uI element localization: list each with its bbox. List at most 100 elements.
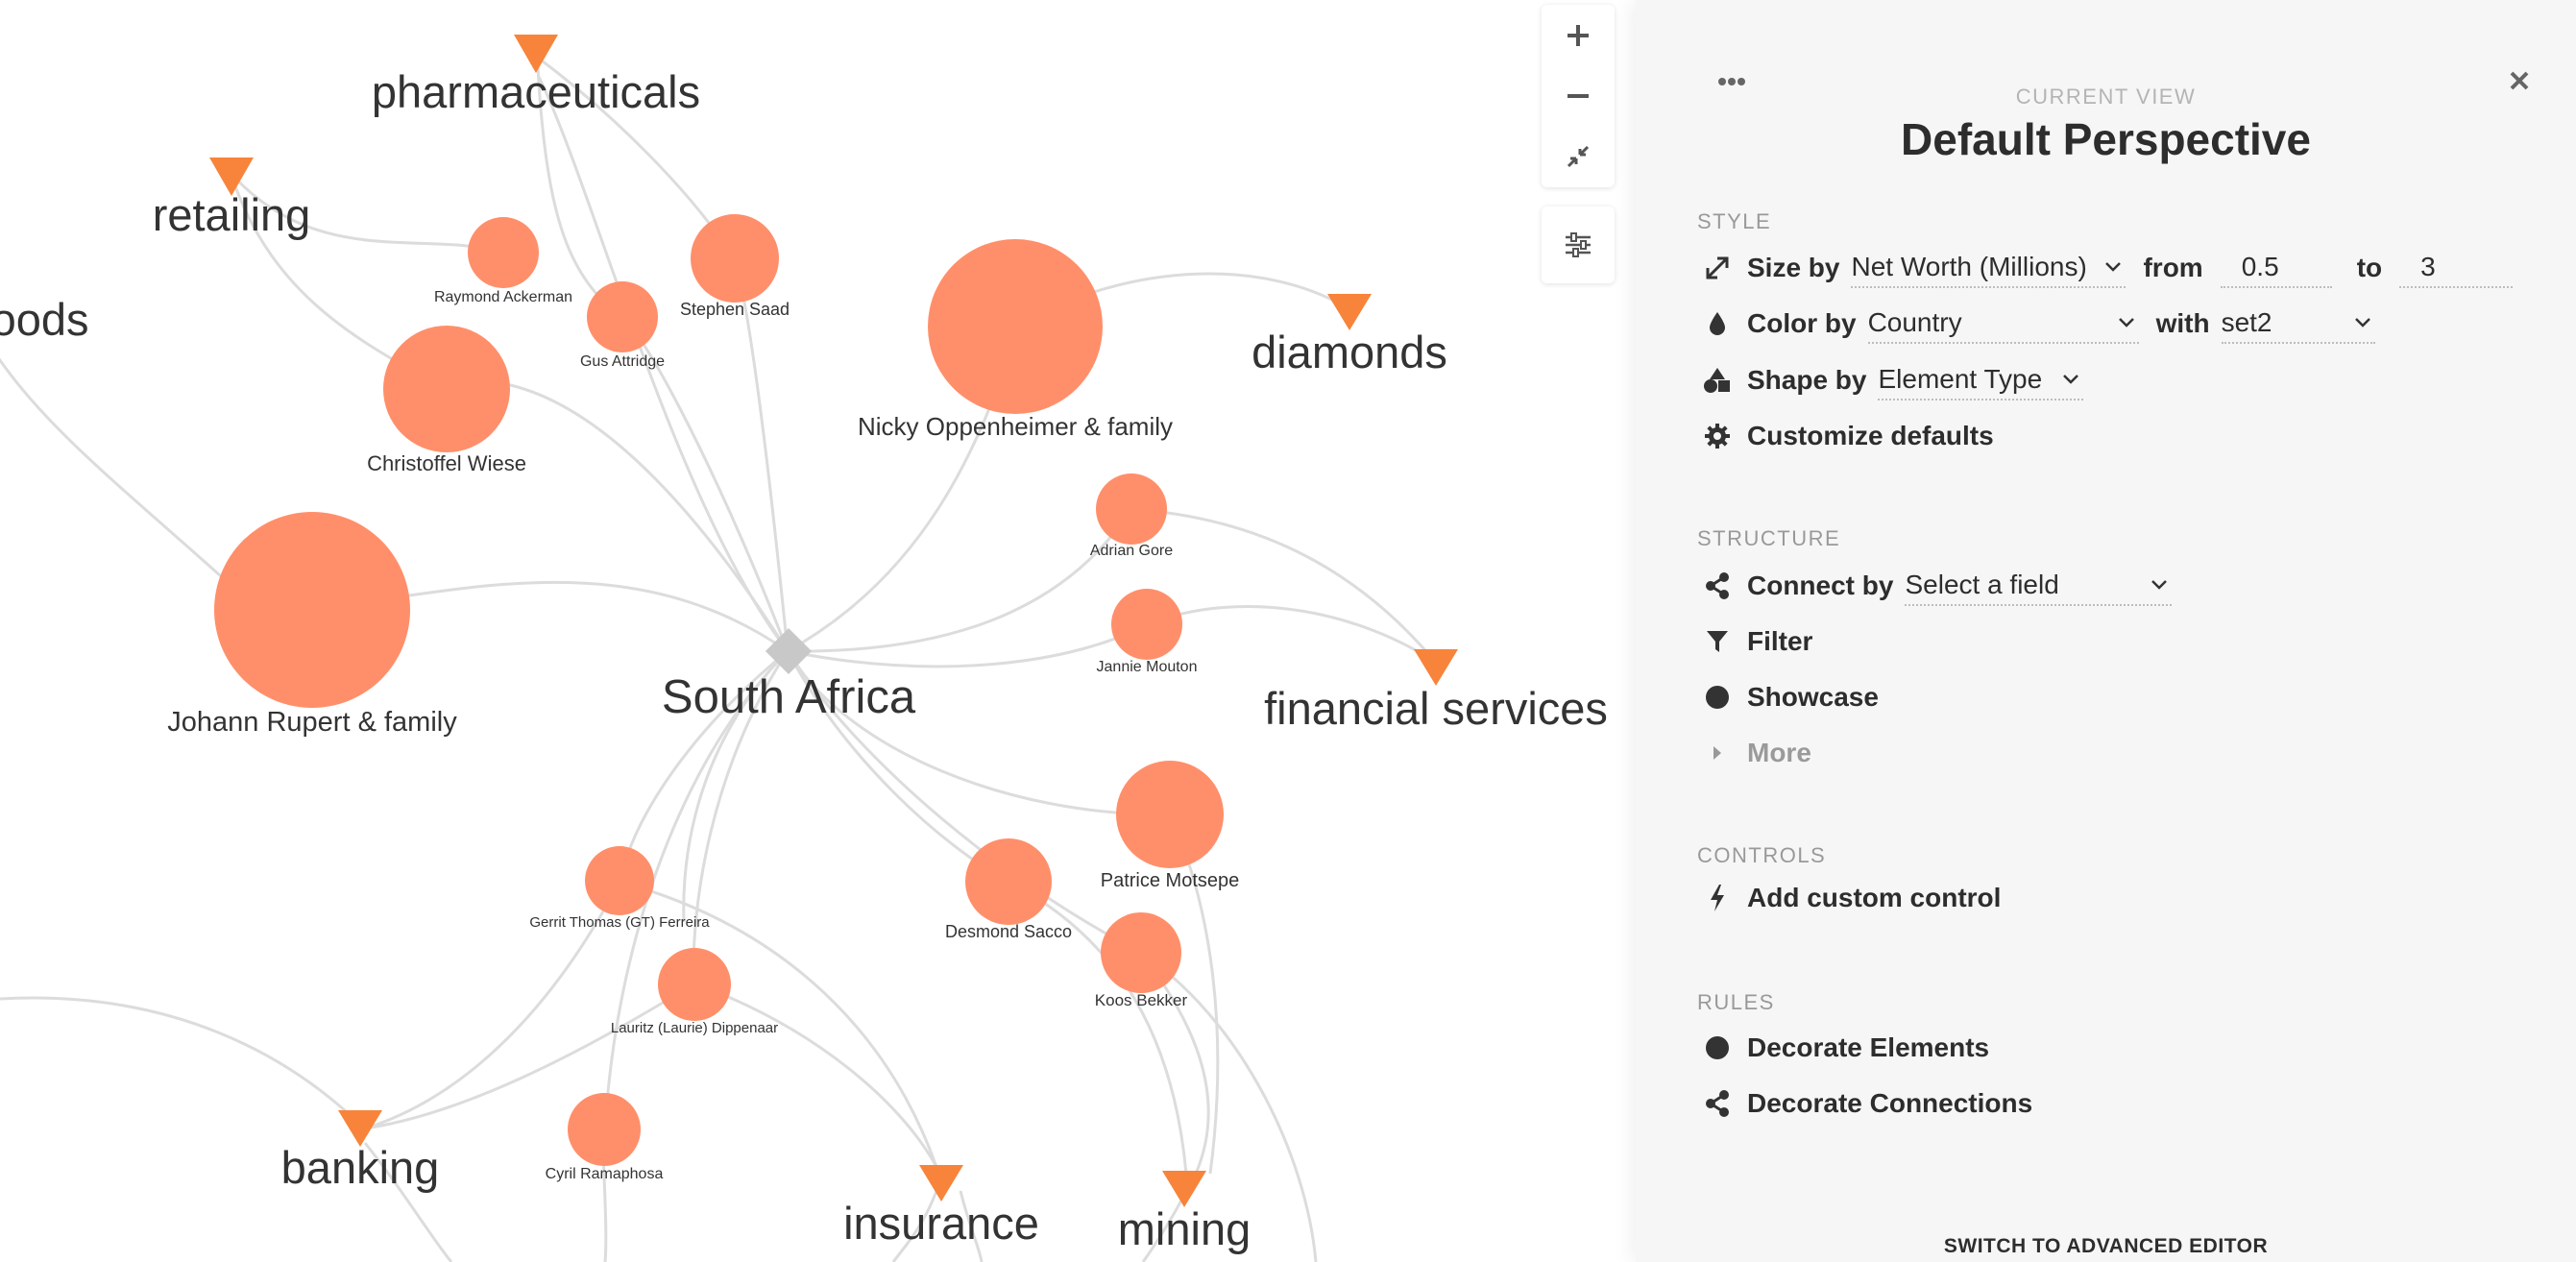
chevron-down-icon [2151, 580, 2168, 590]
edge [959, 1190, 984, 1262]
shape-by-value: Element Type [1878, 364, 2043, 394]
filter-label: Filter [1747, 626, 1813, 656]
showcase-button[interactable]: Showcase [1703, 676, 1879, 718]
filter-button[interactable]: Filter [1703, 620, 1812, 663]
svg-text:insurance: insurance [843, 1198, 1039, 1249]
controls-heading: CONTROLS [1697, 843, 1827, 867]
edge [229, 171, 500, 254]
node-patrice-motsepe[interactable]: Patrice Motsepe [1101, 761, 1240, 891]
rules-heading: RULES [1697, 990, 1775, 1014]
node-raymond-ackerman[interactable]: Raymond Ackerman [434, 217, 572, 305]
svg-text:Desmond Sacco: Desmond Sacco [945, 922, 1072, 941]
node-johann-rupert[interactable]: Johann Rupert & family [167, 512, 457, 738]
more-options-button[interactable] [1713, 67, 1751, 96]
node-foods[interactable]: foods [0, 294, 88, 345]
svg-text:Cyril Ramaphosa: Cyril Ramaphosa [546, 1166, 664, 1182]
more-label: More [1747, 738, 1811, 767]
svg-text:financial services: financial services [1264, 683, 1608, 734]
edge [786, 650, 1142, 955]
customize-defaults-button[interactable]: Customize defaults [1703, 415, 1994, 457]
svg-text:Patrice Motsepe: Patrice Motsepe [1101, 870, 1240, 891]
svg-text:banking: banking [281, 1142, 440, 1193]
network-graph[interactable]: Raymond Ackerman Gus Attridge Stephen Sa… [0, 0, 1636, 1262]
graph-canvas[interactable]: Raymond Ackerman Gus Attridge Stephen Sa… [0, 0, 1636, 1262]
node-financial-services[interactable]: financial services [1264, 649, 1608, 734]
caret-right-icon [1703, 739, 1732, 767]
svg-text:retailing: retailing [153, 189, 311, 240]
node-adrian-gore[interactable]: Adrian Gore [1090, 473, 1173, 559]
zoom-out-button[interactable] [1549, 69, 1607, 123]
svg-text:foods: foods [0, 294, 88, 345]
node-desmond-sacco[interactable]: Desmond Sacco [945, 838, 1072, 941]
switch-advanced-editor-button[interactable]: SWITCH TO ADVANCED EDITOR [1943, 1235, 2269, 1257]
perspective-title: Default Perspective [1901, 114, 2311, 164]
node-banking[interactable]: banking [281, 1110, 440, 1193]
node-koos-bekker[interactable]: Koos Bekker [1095, 912, 1188, 1009]
to-label: to [2356, 253, 2383, 282]
node-christoffel-wiese[interactable]: Christoffel Wiese [367, 326, 526, 475]
edge [682, 649, 790, 923]
svg-text:Stephen Saad: Stephen Saad [680, 300, 790, 319]
perspective-panel: CURRENT VIEW Default Perspective STYLE S… [1636, 0, 2576, 1262]
shape-by-select[interactable]: Element Type [1878, 360, 2084, 400]
more-toggle[interactable]: More [1703, 732, 1811, 774]
graph-settings-button[interactable] [1542, 206, 1615, 283]
edge [364, 881, 621, 1130]
size-from-input[interactable] [2220, 248, 2332, 288]
edge [1130, 507, 1438, 664]
node-cyril-ramaphosa[interactable]: Cyril Ramaphosa [546, 1093, 664, 1182]
from-label: from [2143, 253, 2203, 282]
circle-icon [1703, 1033, 1732, 1062]
connect-by-select[interactable]: Select a field [1905, 566, 2173, 606]
color-by-select[interactable]: Country [1867, 303, 2139, 344]
industry-nodes: pharmaceuticals retailing foods diamonds… [0, 35, 1608, 1254]
svg-text:Lauritz (Laurie) Dippenaar: Lauritz (Laurie) Dippenaar [611, 1020, 778, 1036]
node-laurie-dippenaar[interactable]: Lauritz (Laurie) Dippenaar [611, 948, 778, 1036]
node-mining[interactable]: mining [1118, 1171, 1251, 1254]
svg-text:Jannie Mouton: Jannie Mouton [1097, 659, 1198, 675]
close-panel-button[interactable] [2500, 61, 2539, 100]
edges [0, 56, 1438, 1262]
edge [693, 982, 938, 1168]
ellipsis-icon [1718, 78, 1745, 85]
edge [505, 382, 790, 652]
svg-text:Gerrit Thomas (GT) Ferreira: Gerrit Thomas (GT) Ferreira [529, 914, 710, 931]
size-by-value: Net Worth (Millions) [1851, 252, 2087, 281]
node-insurance[interactable]: insurance [843, 1165, 1039, 1249]
circle-icon [1703, 683, 1732, 712]
edge [619, 880, 938, 1168]
shape-by-row: Shape by Element Type [1703, 359, 2084, 401]
add-custom-control-button[interactable]: Add custom control [1703, 877, 2001, 919]
bolt-icon [1703, 884, 1732, 912]
fit-to-screen-button[interactable] [1549, 130, 1607, 183]
zoom-in-button[interactable] [1549, 9, 1607, 62]
node-retailing[interactable]: retailing [153, 158, 311, 240]
add-custom-control-label: Add custom control [1747, 883, 2002, 912]
structure-heading: STRUCTURE [1697, 526, 1841, 550]
svg-text:Nicky Oppenheimer & family: Nicky Oppenheimer & family [858, 412, 1173, 441]
decorate-elements-button[interactable]: Decorate Elements [1703, 1027, 1989, 1069]
node-diamonds[interactable]: diamonds [1252, 294, 1447, 377]
compress-arrows-icon [1567, 146, 1590, 168]
gear-icon [1703, 422, 1732, 450]
node-south-africa[interactable]: South Africa [662, 627, 916, 723]
size-by-label: Size by [1747, 253, 1840, 282]
current-view-caption: CURRENT VIEW [2015, 85, 2197, 109]
node-pharmaceuticals[interactable]: pharmaceuticals [372, 35, 700, 117]
palette-select[interactable]: set2 [2221, 303, 2375, 344]
node-nicky-oppenheimer[interactable]: Nicky Oppenheimer & family [858, 239, 1173, 441]
edge [891, 1190, 938, 1262]
node-gt-ferreira[interactable]: Gerrit Thomas (GT) Ferreira [529, 846, 710, 931]
share-nodes-icon [1703, 1089, 1732, 1118]
node-gus-attridge[interactable]: Gus Attridge [580, 281, 665, 370]
style-heading: STYLE [1697, 209, 1772, 233]
decorate-connections-button[interactable]: Decorate Connections [1703, 1082, 2032, 1125]
size-by-select[interactable]: Net Worth (Millions) [1851, 248, 2126, 288]
decorate-elements-label: Decorate Elements [1747, 1032, 1990, 1062]
showcase-label: Showcase [1747, 682, 1879, 712]
svg-text:Raymond Ackerman: Raymond Ackerman [434, 289, 572, 305]
node-jannie-mouton[interactable]: Jannie Mouton [1097, 589, 1198, 675]
size-to-input[interactable] [2399, 248, 2514, 288]
chevron-down-icon [2063, 375, 2079, 384]
node-stephen-saad[interactable]: Stephen Saad [680, 214, 790, 319]
